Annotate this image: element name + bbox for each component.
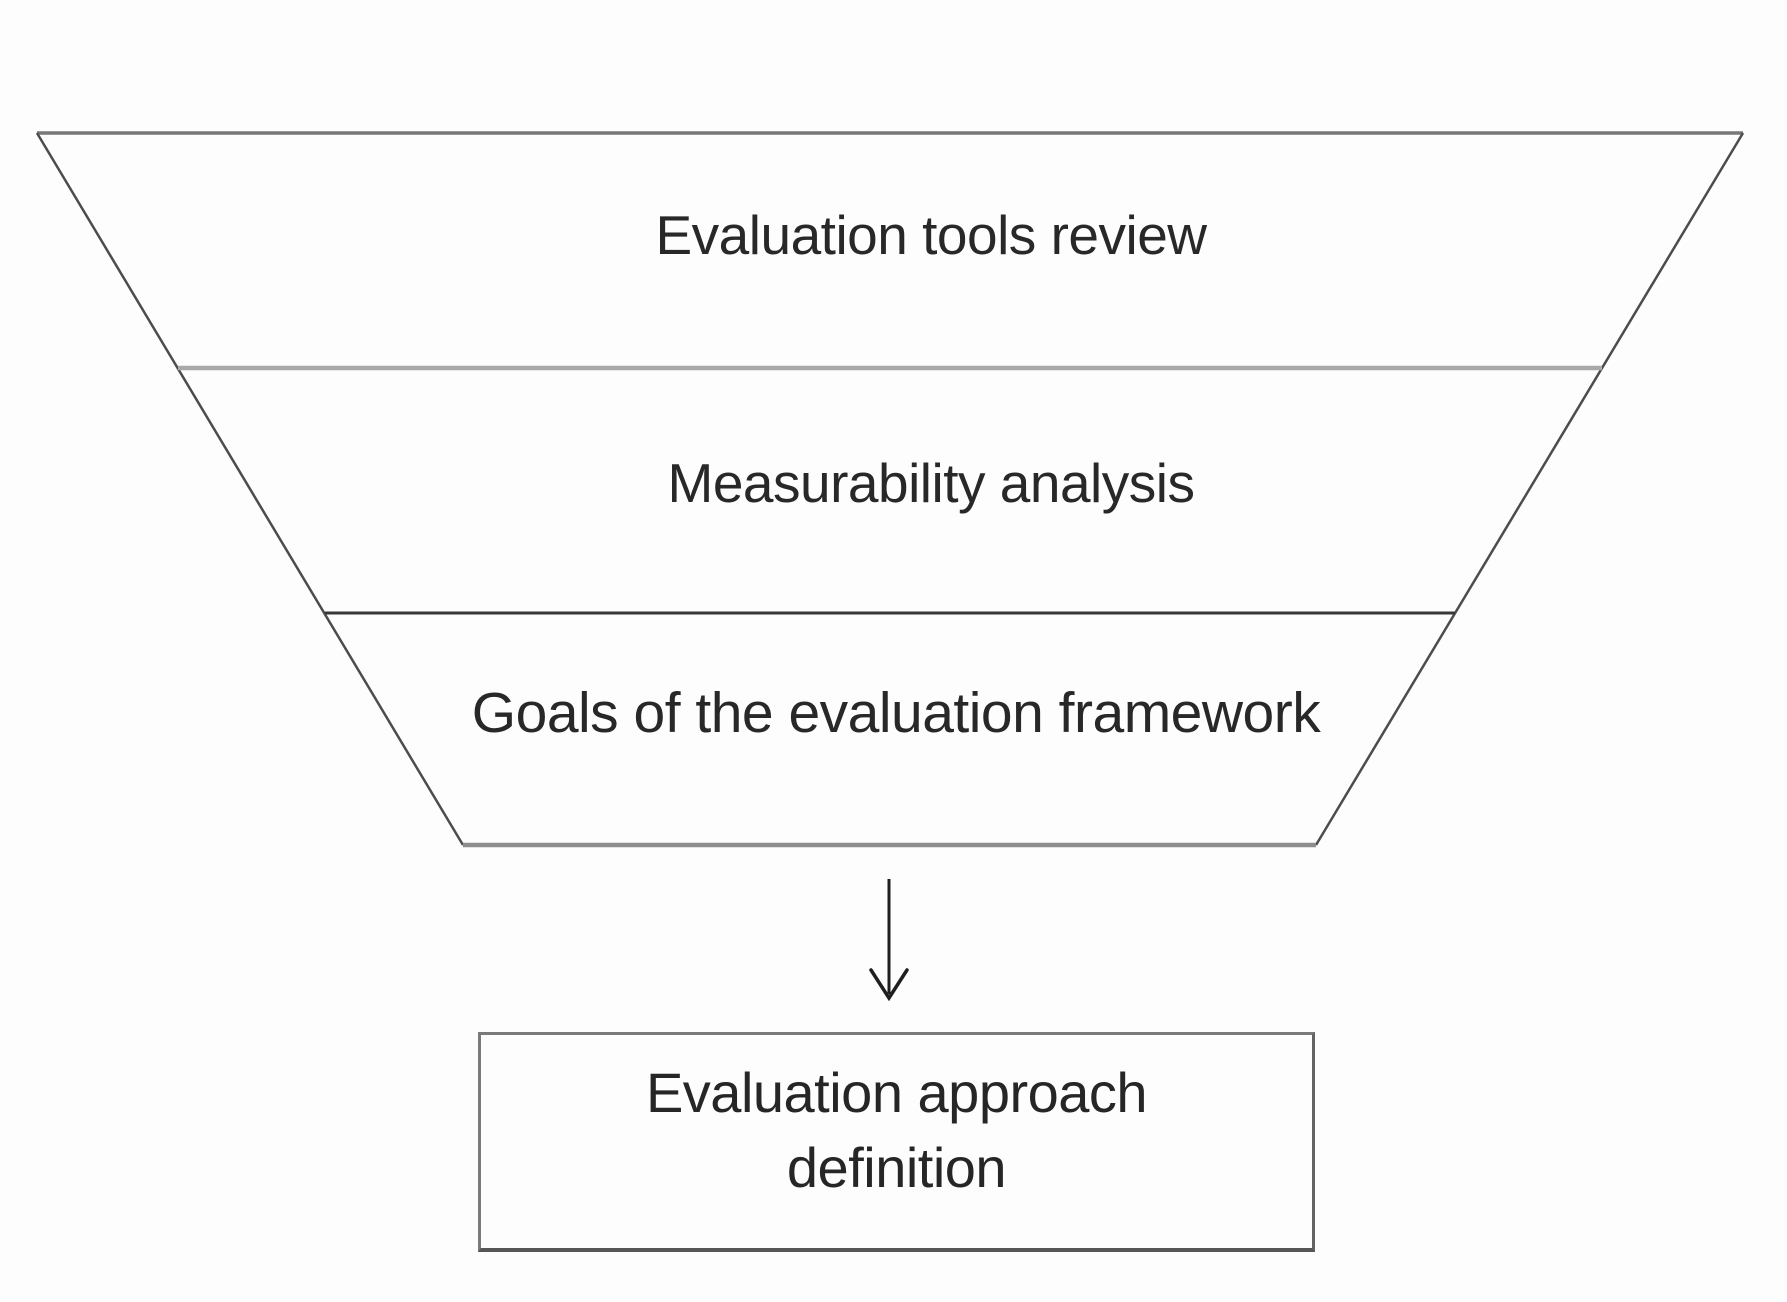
funnel-level-1-label: Evaluation tools review [655, 204, 1207, 266]
result-box: Evaluation approach definition [478, 1032, 1315, 1252]
result-box-label-line-2: definition [786, 1135, 1007, 1199]
result-box-label-line-1: Evaluation approach [645, 1060, 1148, 1124]
down-arrow-icon [869, 879, 909, 1002]
funnel-left-edge [35, 132, 465, 846]
funnel-level-3-label: Goals of the evaluation framework [471, 681, 1321, 745]
result-box-label: Evaluation approach definition [645, 1055, 1148, 1205]
funnel-level-2-label: Measurability analysis [667, 452, 1196, 514]
funnel-right-edge [1314, 132, 1745, 846]
